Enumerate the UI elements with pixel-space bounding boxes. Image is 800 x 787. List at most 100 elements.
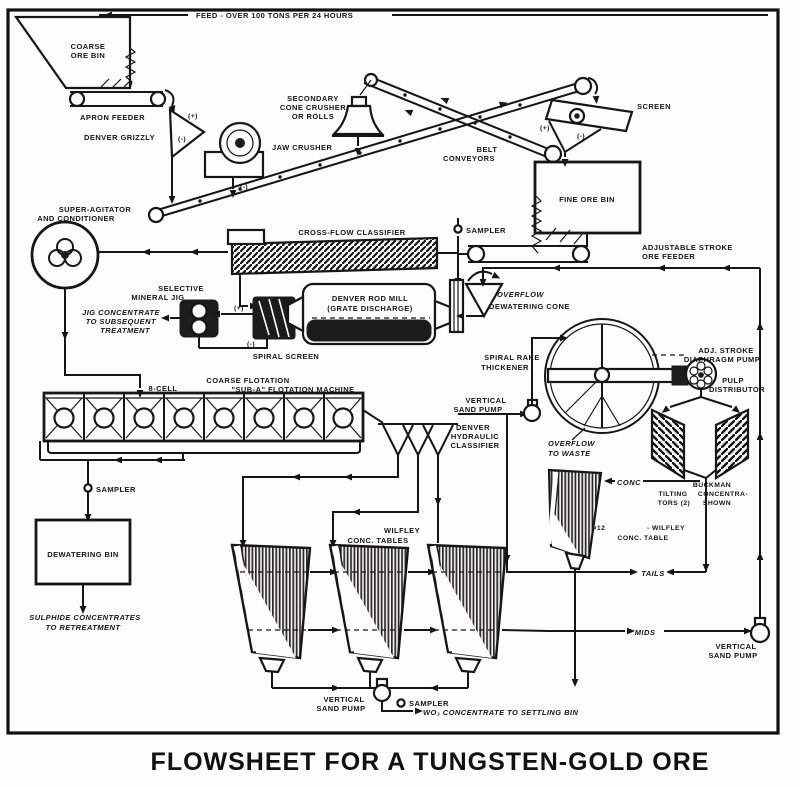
conc-label: CONC xyxy=(617,478,641,487)
screen-label: SCREEN xyxy=(637,102,671,111)
belt-conveyors-label: BELT xyxy=(477,145,498,154)
wilfley-tables: WILFLEY CONC. TABLES xyxy=(230,526,549,688)
jig-concentrate-label: JIG CONCENTRATE xyxy=(82,308,160,317)
diaphragm-pump-label: DIAPHRAGM PUMP xyxy=(684,355,760,364)
cone-crusher: SECONDARY CONE CRUSHER OR ROLLS xyxy=(280,94,385,156)
jaw-minus: (-) xyxy=(240,184,248,191)
tilting-concentrators: BUCKMAN TILTING CONCENTRA- TORS (2) SHOW… xyxy=(650,389,750,572)
flotation-label: "SUB-A" FLOTATION MACHINE xyxy=(231,385,354,394)
coarse-ore-bin-label: COARSE xyxy=(71,42,106,51)
wilfley-tables-label: WILFLEY xyxy=(384,526,420,535)
dewatering-cone: OVERFLOW DEWATERING CONE xyxy=(456,270,570,320)
sampler2-label: SAMPLER xyxy=(96,485,136,494)
coarse-ore-bin: COARSE ORE BIN xyxy=(13,15,137,90)
mineral-jig: SELECTIVE MINERAL JIG JIG CONCENTRATE TO… xyxy=(82,284,219,338)
rod-mill: DENVER ROD MILL (GRATE DISCHARGE) xyxy=(286,278,465,346)
tails-label: TAILS xyxy=(641,569,664,578)
ore-feeder-label: ADJUSTABLE STROKE xyxy=(642,243,733,252)
grizzly-minus: (-) xyxy=(178,136,186,143)
vsp-mid-label: SAND PUMP xyxy=(453,405,502,414)
eight-cell-label: 8-CELL xyxy=(149,384,178,393)
pulp-distributor-label: DISTRIBUTOR xyxy=(709,385,765,394)
vertical-sand-pump-mid xyxy=(458,334,568,572)
cone-crusher-label: OR ROLLS xyxy=(292,112,334,121)
diagram-border xyxy=(6,8,780,735)
vsp-bottom-label: SAND PUMP xyxy=(316,704,365,713)
dewatering-cone-label: DEWATERING CONE xyxy=(489,302,570,311)
overflow-label: OVERFLOW xyxy=(497,290,544,299)
tilting-label: TILTING xyxy=(658,491,687,498)
ore-feeder-label: ORE FEEDER xyxy=(642,252,695,261)
wilfley-table-2 xyxy=(328,543,410,688)
spiral-minus: (-) xyxy=(247,341,255,348)
sampler-top: SAMPLER xyxy=(453,218,506,286)
sampler-top-label: SAMPLER xyxy=(466,226,506,235)
flotation-machine: 8-CELL COARSE FLOTATION "SUB-A" FLOTATIO… xyxy=(39,376,384,464)
wilfley-table-12: CONC #12 - WILFLEY CONC. TABLE xyxy=(547,468,700,687)
caption: FLOWSHEET FOR A TUNGSTEN-GOLD ORE xyxy=(151,748,710,776)
sulphide-label: SULPHIDE CONCENTRATES xyxy=(29,613,140,622)
grizzly: (+) (-) xyxy=(168,107,206,204)
screen-minus: (-) xyxy=(577,133,585,140)
table12-num-label: #12 xyxy=(593,525,606,532)
buckman-label: CONCENTRA- xyxy=(698,491,748,498)
apron-feeder-label: APRON FEEDER xyxy=(80,113,145,122)
ore-feeder: ADJUSTABLE STROKE ORE FEEDER xyxy=(458,243,733,264)
rod-mill-label: (GRATE DISCHARGE) xyxy=(327,304,412,313)
vsp-bottom-label: VERTICAL xyxy=(323,695,364,704)
conditioner-label: AND CONDITIONER xyxy=(37,214,115,223)
cone-crusher-label: CONE CRUSHER xyxy=(280,103,346,112)
dewatering-bin-label: DEWATERING BIN xyxy=(47,550,119,559)
jig-concentrate-label: TO SUBSEQUENT xyxy=(86,317,157,326)
jig-label: MINERAL JIG xyxy=(131,293,184,302)
spiral-screen-label: SPIRAL SCREEN xyxy=(253,352,320,361)
diaphragm-pump-label: ADJ. STROKE xyxy=(698,346,753,355)
grizzly-plus: (+) xyxy=(188,113,198,120)
wilfley-table-label: - WILFLEY xyxy=(647,525,685,532)
fine-ore-bin: FINE ORE BIN xyxy=(530,160,642,254)
vsp-mid-label: VERTICAL xyxy=(465,396,506,405)
dewatering-bin: SAMPLER DEWATERING BIN SULPHIDE CONCENTR… xyxy=(29,460,140,632)
bottom-circuit: VERTICAL SAND PUMP SAMPLER WO₃ CONCENTRA… xyxy=(272,677,578,717)
vsp-right-label: VERTICAL xyxy=(715,642,756,651)
thickener: SPIRAL RAKE THICKENER OVERFLOW TO WASTE xyxy=(481,318,689,458)
cross-flow-classifier: CROSS-FLOW CLASSIFIER xyxy=(98,228,458,310)
table-feed-lines xyxy=(239,455,442,548)
diaphragm-pump: ADJ. STROKE DIAPHRAGM PUMP PULP DISTRIBU… xyxy=(652,346,765,394)
hyd-classifier-label: DENVER xyxy=(456,423,490,432)
mids-label: MIDS xyxy=(635,628,656,637)
fine-ore-bin-label: FINE ORE BIN xyxy=(559,195,615,204)
tails-mids: TAILS MIDS xyxy=(548,568,752,637)
jaw-crusher: (-) JAW CRUSHER xyxy=(203,121,333,198)
spiral-plus: (+) xyxy=(234,305,244,312)
buckman-label: SHOWN xyxy=(703,500,731,507)
denver-grizzly-label: DENVER GRIZZLY xyxy=(84,133,155,142)
vertical-sand-pump-right: VERTICAL SAND PUMP xyxy=(708,616,771,660)
spiral-screen: (+) (-) SPIRAL SCREEN xyxy=(198,296,320,361)
rod-mill-label: DENVER ROD MILL xyxy=(332,294,408,303)
cross-flow-label: CROSS-FLOW CLASSIFIER xyxy=(298,228,405,237)
belt-conveyors-label: CONVEYORS xyxy=(443,154,495,163)
sampler3-label: SAMPLER xyxy=(409,699,449,708)
hydraulic-classifier: VERTICAL SAND PUMP DENVER HYDRAULIC CLAS… xyxy=(378,396,506,458)
screen-plus: (+) xyxy=(540,125,550,132)
belt-conveyors: BELT CONVEYORS xyxy=(147,72,601,224)
hyd-classifier-label: HYDRAULIC xyxy=(451,432,499,441)
tilting-label: TORS (2) xyxy=(658,500,691,507)
feed-line: FEED - OVER 100 TONS PER 24 HOURS xyxy=(96,11,768,88)
overflow-waste-label: TO WASTE xyxy=(548,449,591,458)
jig-label: SELECTIVE xyxy=(158,284,204,293)
thickener-label: THICKENER xyxy=(481,363,529,372)
thickener-label: SPIRAL RAKE xyxy=(484,353,540,362)
overflow-waste-label: OVERFLOW xyxy=(548,439,595,448)
wilfley-tables-label: CONC. TABLES xyxy=(347,536,408,545)
buckman-label: BUCKMAN xyxy=(693,482,731,489)
jaw-crusher-label: JAW CRUSHER xyxy=(272,143,333,152)
pulp-distributor-label: PULP xyxy=(722,376,744,385)
wilfley-table-label: CONC. TABLE xyxy=(618,535,669,542)
feed-label: FEED - OVER 100 TONS PER 24 HOURS xyxy=(196,11,353,20)
sulphide-label: TO RETREATMENT xyxy=(46,623,122,632)
flotation-label: COARSE FLOTATION xyxy=(206,376,289,385)
wo3-label: WO₃ CONCENTRATE TO SETTLING BIN xyxy=(423,708,578,717)
